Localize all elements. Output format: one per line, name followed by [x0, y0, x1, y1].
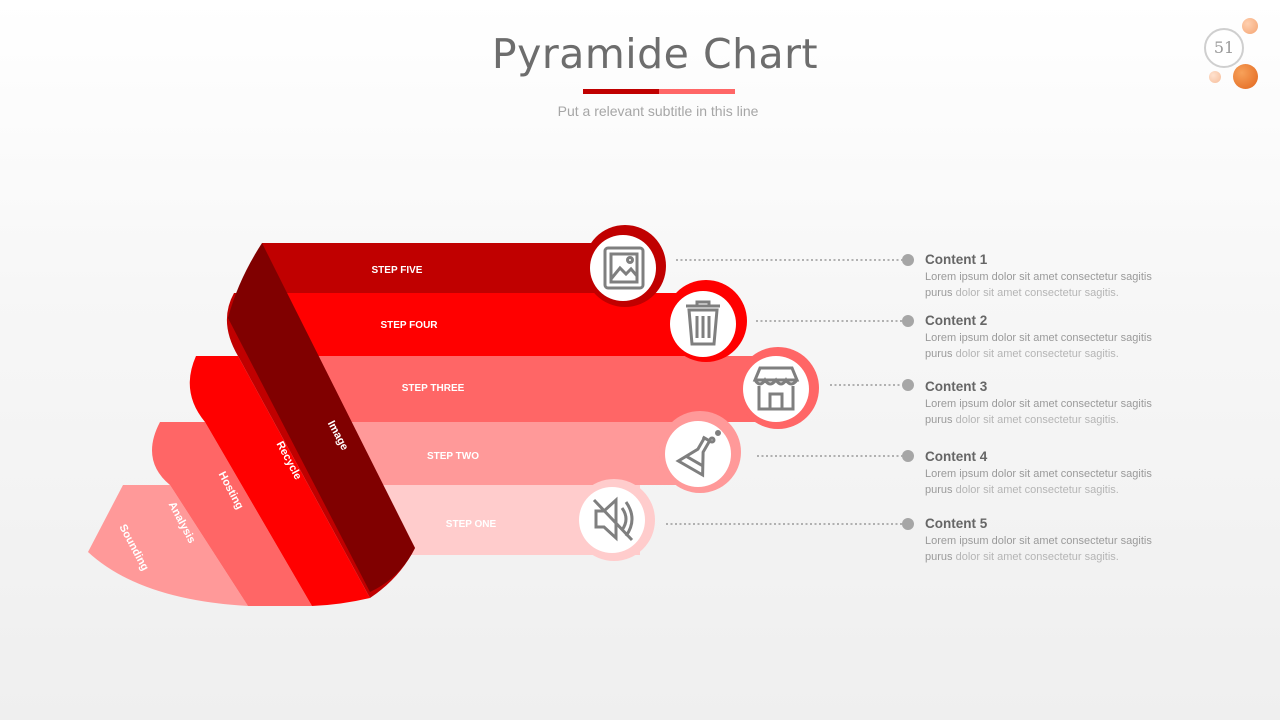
content-block-5: Content 5 Lorem ipsum dolor sit amet con…	[925, 516, 1205, 565]
content-heading: Content 1	[925, 252, 988, 267]
icon-circle-step-one	[573, 479, 655, 561]
connector-dot	[902, 254, 914, 266]
icon-circle-step-four	[665, 280, 747, 362]
page-number-badge: 51	[1204, 28, 1244, 68]
slide-title: Pyramide Chart	[491, 30, 819, 78]
wedge-image	[228, 243, 415, 592]
step-two-label: STEP TWO	[427, 451, 479, 462]
mute-icon	[592, 496, 634, 542]
connector-dot	[902, 450, 914, 462]
content-text: Lorem ipsum dolor sit amet consectetur s…	[925, 468, 1152, 496]
content-text: Lorem ipsum dolor sit amet consectetur s…	[925, 332, 1152, 360]
wedge-sounding	[88, 485, 248, 606]
content-heading: Content 2	[925, 313, 988, 328]
icon-circle-step-two	[659, 411, 741, 493]
step-five-bar	[262, 243, 622, 293]
slide-subtitle: Put a relevant subtitle in this line	[557, 103, 759, 119]
wedge-analysis	[152, 422, 312, 606]
step-five-label: STEP FIVE	[372, 265, 423, 276]
content-block-3: Content 3 Lorem ipsum dolor sit amet con…	[925, 379, 1205, 428]
flask-icon	[675, 430, 721, 478]
step-one-label: STEP ONE	[446, 519, 497, 530]
title-underline-dark	[583, 89, 659, 94]
store-icon	[752, 366, 800, 411]
step-two-bar	[320, 422, 700, 485]
content-block-2: Content 2 Lorem ipsum dolor sit amet con…	[925, 313, 1205, 362]
content-heading: Content 4	[925, 449, 988, 464]
wedge-hosting	[189, 356, 370, 606]
step-three-label: STEP THREE	[402, 383, 465, 394]
step-four-label: STEP FOUR	[380, 320, 438, 331]
decor-bubble	[1233, 64, 1258, 89]
title-underline-light	[659, 89, 735, 94]
content-text: Lorem ipsum dolor sit amet consectetur s…	[925, 271, 1152, 299]
decor-bubble	[1242, 18, 1258, 34]
icon-circle-step-five	[584, 225, 666, 307]
connector-dot	[902, 379, 914, 391]
content-block-1: Content 1 Lorem ipsum dolor sit amet con…	[925, 252, 1205, 301]
content-text: Lorem ipsum dolor sit amet consectetur s…	[925, 535, 1152, 563]
decor-bubble	[1209, 71, 1221, 83]
icon-circle-step-three	[737, 347, 819, 429]
content-heading: Content 3	[925, 379, 988, 394]
content-text: Lorem ipsum dolor sit amet consectetur s…	[925, 398, 1152, 426]
content-heading: Content 5	[925, 516, 988, 531]
image-icon	[603, 246, 645, 290]
step-four-bar	[280, 293, 710, 356]
content-block-4: Content 4 Lorem ipsum dolor sit amet con…	[925, 449, 1205, 498]
connector-dot	[902, 315, 914, 327]
title-underline	[583, 89, 735, 94]
trash-icon	[686, 300, 720, 346]
connector-dot	[902, 518, 914, 530]
